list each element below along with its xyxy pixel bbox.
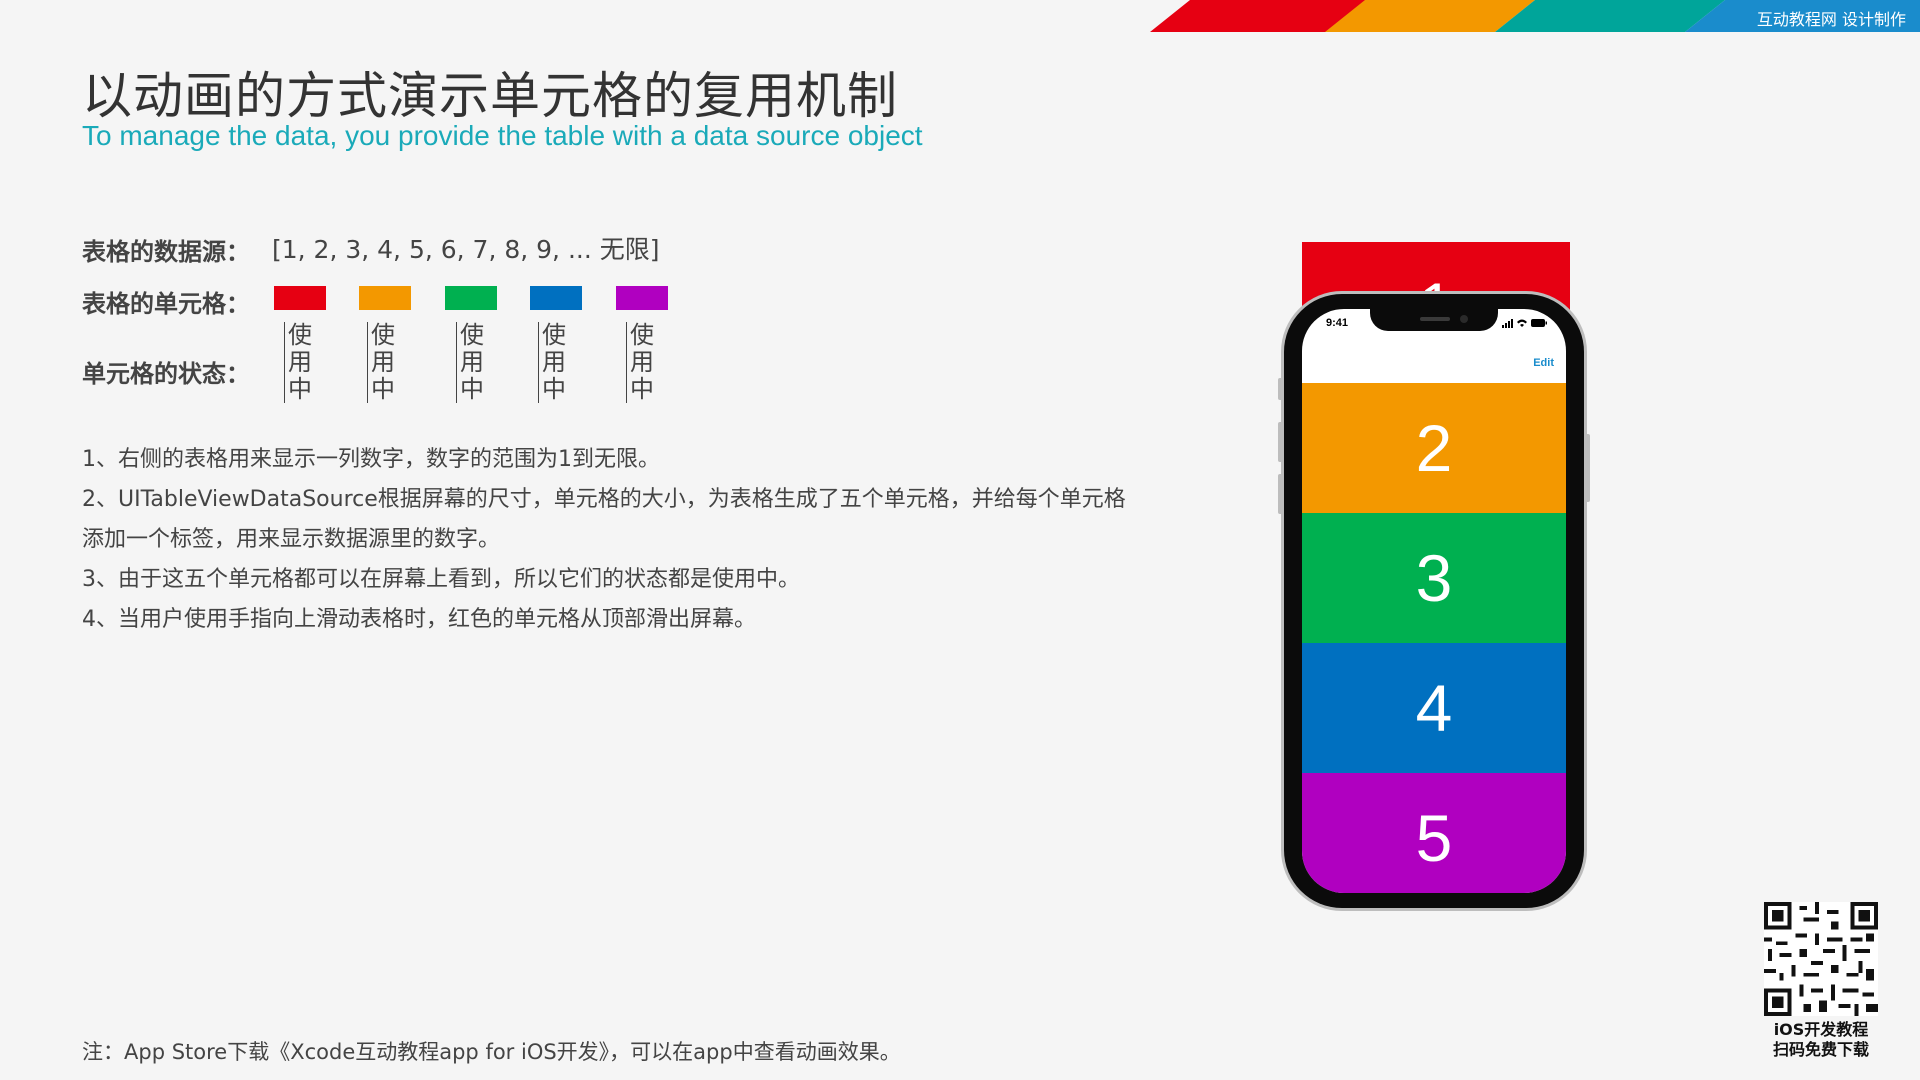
cell-number: 4: [1415, 671, 1453, 745]
cell-number: 3: [1415, 541, 1453, 615]
volume-down-button: [1278, 474, 1283, 514]
cell-status-3: 使用中: [456, 322, 487, 403]
iphone-mockup: 9:41 Edit 2 3 4: [1278, 294, 1590, 908]
brand-stripe-orange: [1325, 0, 1535, 32]
cell-status-2: 使用中: [367, 322, 398, 403]
cell-swatch-green: [445, 286, 497, 310]
note-line: 3、由于这五个单元格都可以在屏幕上看到，所以它们的状态都是使用中。: [82, 567, 800, 592]
cell-swatch-orange: [359, 286, 411, 310]
cell-swatch-blue: [530, 286, 582, 310]
cells-label: 表格的单元格：: [82, 290, 250, 318]
brand-stripe-teal: [1495, 0, 1725, 32]
qr-caption: iOS开发教程 扫码免费下载: [1756, 1020, 1886, 1060]
cell-swatch-red: [274, 286, 326, 310]
battery-icon: [1531, 319, 1547, 327]
brand-label: 互动教程网 设计制作: [1756, 10, 1906, 29]
brand-stripe-blue: 互动教程网 设计制作: [1685, 0, 1920, 32]
qr-code-icon[interactable]: [1764, 902, 1878, 1016]
table-cell-4[interactable]: 4: [1302, 643, 1566, 773]
phone-screen: 9:41 Edit 2 3 4: [1302, 309, 1566, 893]
page-title: 以动画的方式演示单元格的复用机制: [82, 67, 898, 125]
camera-icon: [1460, 315, 1468, 323]
status-time: 9:41: [1326, 317, 1349, 329]
cell-status-4: 使用中: [538, 322, 569, 403]
signal-icon: [1502, 319, 1513, 328]
side-button: [1585, 434, 1590, 502]
note-line: 2、UITableViewDataSource根据屏幕的尺寸，单元格的大小，为表…: [82, 487, 1126, 512]
qr-caption-line2: 扫码免费下载: [1772, 1040, 1869, 1059]
status-icons: [1502, 319, 1547, 328]
note-line: 1、右侧的表格用来显示一列数字，数字的范围为1到无限。: [82, 447, 660, 472]
volume-up-button: [1278, 422, 1283, 462]
explanation-notes: 1、右侧的表格用来显示一列数字，数字的范围为1到无限。 2、UITableVie…: [82, 440, 1222, 640]
cell-status-1: 使用中: [284, 322, 315, 403]
datasource-label: 表格的数据源：: [82, 238, 250, 266]
qr-caption-line1: iOS开发教程: [1773, 1020, 1869, 1039]
status-label: 单元格的状态：: [82, 360, 250, 388]
datasource-values: [1, 2, 3, 4, 5, 6, 7, 8, 9, ... 无限]: [272, 235, 660, 264]
page-subtitle: To manage the data, you provide the tabl…: [82, 120, 923, 151]
note-line: 4、当用户使用手指向上滑动表格时，红色的单元格从顶部滑出屏幕。: [82, 607, 756, 632]
cell-status-5: 使用中: [626, 322, 657, 403]
cell-swatch-purple: [616, 286, 668, 310]
note-line: 添加一个标签，用来显示数据源里的数字。: [82, 527, 501, 552]
table-cell-5[interactable]: 5: [1302, 773, 1566, 893]
speaker-grille: [1420, 317, 1450, 321]
table-cell-3[interactable]: 3: [1302, 513, 1566, 643]
wifi-icon: [1517, 319, 1527, 327]
phone-notch: [1370, 309, 1498, 331]
mute-switch: [1278, 378, 1283, 400]
cell-number: 5: [1415, 801, 1453, 875]
footer-note: 注：App Store下载《Xcode互动教程app for iOS开发》，可以…: [82, 1040, 901, 1064]
cell-number: 2: [1415, 411, 1453, 485]
table-cell-2[interactable]: 2: [1302, 383, 1566, 513]
edit-button[interactable]: Edit: [1533, 357, 1554, 369]
